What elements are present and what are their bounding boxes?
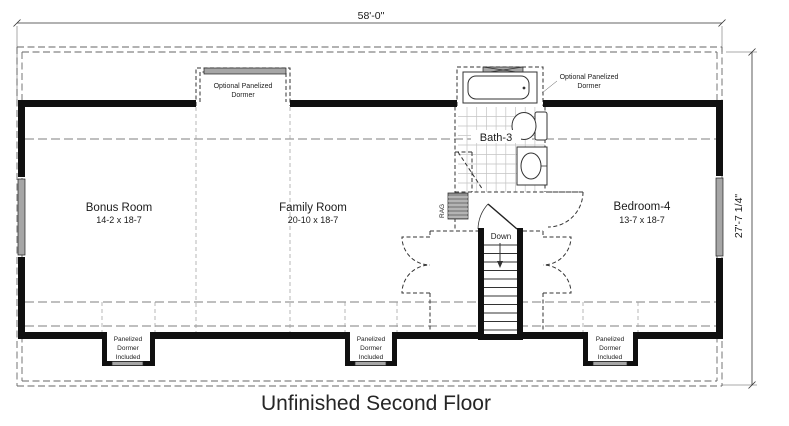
included-dormer-2: Panelized Dormer Included <box>345 332 397 366</box>
ceiling-break-lines <box>25 107 716 332</box>
included-dormer-1-label-3: Included <box>116 354 141 361</box>
bedroom-door <box>547 191 584 228</box>
included-dormer-1: Panelized Dormer Included <box>102 332 155 366</box>
down-arrow <box>497 261 503 268</box>
room-labels: Bonus Room 14-2 x 18-7 Family Room 20-10… <box>86 130 671 225</box>
included-dormer-2-label-3: Included <box>359 354 384 361</box>
dormer-window <box>111 361 144 366</box>
exterior-walls <box>18 100 723 340</box>
dimension-right: 27'-7 1/4" <box>722 48 757 389</box>
bath <box>454 71 583 231</box>
stairwell-wall <box>478 228 484 340</box>
optional-dormer-left-label-2: Dormer <box>231 92 255 99</box>
included-dormer-1-label-1: Panelized <box>114 336 143 343</box>
bath-name: Bath-3 <box>480 132 512 144</box>
double-door-right <box>542 236 572 294</box>
bedroom-name: Bedroom-4 <box>614 201 671 213</box>
family-room-name: Family Room <box>279 202 347 214</box>
optional-dormer-left: Optional Panelized Dormer <box>195 67 291 106</box>
dimension-top: 58'-0" <box>13 10 726 100</box>
included-dormer-2-label-1: Panelized <box>357 336 386 343</box>
stair-door-swing <box>477 203 489 230</box>
included-dormer-3-label-2: Dormer <box>599 345 622 352</box>
included-dormer-3-label-3: Included <box>598 354 623 361</box>
optional-dormer-right-label-1: Optional Panelized <box>560 74 619 81</box>
right-wall-window <box>715 177 724 257</box>
rag-grille: RAG <box>439 192 469 220</box>
sink <box>520 152 542 180</box>
dimension-width-label: 58'-0" <box>358 10 385 22</box>
double-door-left <box>401 236 431 294</box>
included-dormer-3-label-1: Panelized <box>596 336 625 343</box>
toilet-tank <box>534 111 548 141</box>
included-dormer-3: Panelized Dormer Included <box>583 332 638 366</box>
left-wall-window <box>17 178 26 256</box>
bathtub-basin <box>467 75 530 100</box>
dimension-height-label: 27'-7 1/4" <box>733 194 745 239</box>
stairs-down-label: Down <box>491 232 511 241</box>
dormer-window <box>203 67 287 75</box>
included-dormer-1-label-2: Dormer <box>117 345 140 352</box>
optional-dormer-left-label-1: Optional Panelized <box>214 83 273 90</box>
optional-dormer-right-label-2: Dormer <box>577 83 601 90</box>
stairwell-wall <box>517 228 523 340</box>
stair-door-leaf <box>487 203 518 230</box>
bonus-room-name: Bonus Room <box>86 202 152 214</box>
bedroom-size: 13-7 x 18-7 <box>619 215 665 225</box>
bonus-room-size: 14-2 x 18-7 <box>96 215 142 225</box>
included-dormer-2-label-2: Dormer <box>360 345 383 352</box>
dormer-window <box>354 361 387 366</box>
future-partitions <box>401 191 584 332</box>
stairs: Down <box>477 203 518 334</box>
page-title: Unfinished Second Floor <box>261 392 491 415</box>
family-room-size: 20-10 x 18-7 <box>288 215 339 225</box>
rag-label: RAG <box>439 204 446 218</box>
bathtub-drain <box>522 86 526 90</box>
dormer-window <box>592 361 628 366</box>
